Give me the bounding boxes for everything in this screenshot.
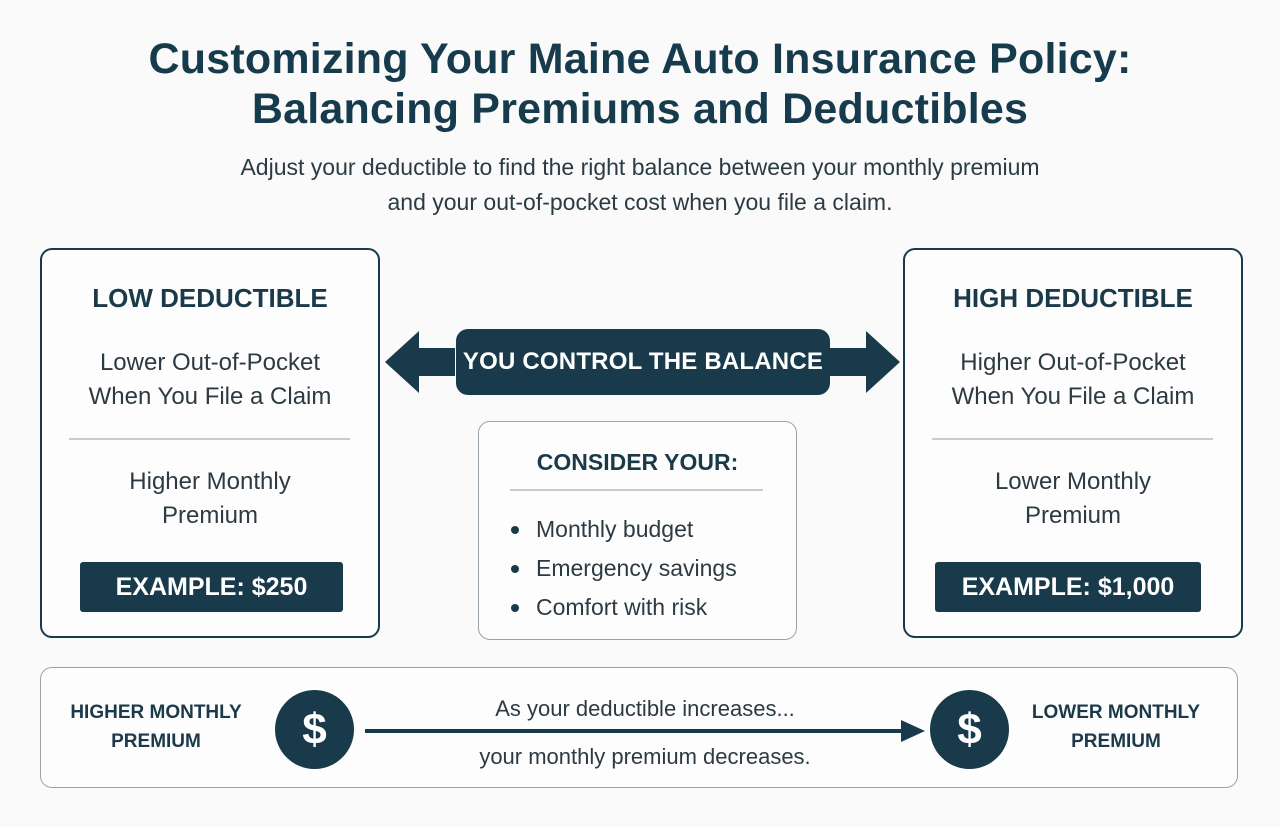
consider-list: Monthly budget Emergency savings Comfort… xyxy=(511,510,737,627)
high-line2b: Premium xyxy=(1024,502,1121,529)
page-title: Customizing Your Maine Auto Insurance Po… xyxy=(0,34,1280,134)
lower-premium-label: LOWER MONTHLY PREMIUM xyxy=(1026,698,1206,756)
low-deductible-card: LOW DEDUCTIBLE Lower Out-of-Pocket When … xyxy=(40,248,380,638)
bullet-icon xyxy=(511,526,519,534)
dollar-coin-icon: $ xyxy=(275,690,354,769)
low-line2b: Premium xyxy=(161,502,258,529)
consider-box: CONSIDER YOUR: Monthly budget Emergency … xyxy=(478,421,797,640)
higher-premium-line1: HIGHER MONTHLY xyxy=(70,702,242,723)
higher-premium-label: HIGHER MONTHLY PREMIUM xyxy=(66,698,246,756)
high-deductible-example: EXAMPLE: $1,000 xyxy=(935,562,1201,612)
right-arrow-icon xyxy=(365,720,925,742)
consider-divider xyxy=(510,489,763,491)
left-arrow-icon xyxy=(385,331,455,393)
consider-item-label: Monthly budget xyxy=(536,516,694,542)
premium-decreases-text: your monthly premium decreases. xyxy=(479,744,811,769)
low-line1a: Lower Out-of-Pocket xyxy=(99,349,321,376)
title-line-2: Balancing Premiums and Deductibles xyxy=(251,85,1029,133)
consider-item-label: Comfort with risk xyxy=(536,594,708,620)
low-line2a: Higher Monthly xyxy=(129,468,291,495)
consider-heading: CONSIDER YOUR: xyxy=(536,449,739,475)
bullet-icon xyxy=(511,604,519,612)
high-line2a: Lower Monthly xyxy=(994,468,1152,495)
low-deductible-heading: LOW DEDUCTIBLE xyxy=(92,283,328,313)
low-deductible-example: EXAMPLE: $250 xyxy=(80,562,343,612)
high-deductible-out-of-pocket: Higher Out-of-Pocket When You File a Cla… xyxy=(905,346,1241,414)
subtitle-line-2: and your out-of-pocket cost when you fil… xyxy=(387,189,893,215)
card-divider xyxy=(69,438,350,440)
high-deductible-heading: HIGH DEDUCTIBLE xyxy=(953,283,1193,313)
title-line-1: Customizing Your Maine Auto Insurance Po… xyxy=(148,35,1132,83)
list-item: Monthly budget xyxy=(511,510,737,549)
balance-banner: YOU CONTROL THE BALANCE xyxy=(456,329,830,395)
card-divider xyxy=(932,438,1213,440)
consider-item-label: Emergency savings xyxy=(536,555,737,581)
dollar-coin-icon: $ xyxy=(930,690,1009,769)
list-item: Emergency savings xyxy=(511,549,737,588)
low-deductible-premium: Higher Monthly Premium xyxy=(42,465,378,533)
high-line1a: Higher Out-of-Pocket xyxy=(960,349,1186,376)
high-line1b: When You File a Claim xyxy=(951,383,1195,410)
premium-relationship-strip: HIGHER MONTHLY PREMIUM $ As your deducti… xyxy=(40,667,1238,788)
subtitle-line-1: Adjust your deductible to find the right… xyxy=(240,154,1040,180)
higher-premium-line2: PREMIUM xyxy=(111,731,201,752)
high-deductible-card: HIGH DEDUCTIBLE Higher Out-of-Pocket Whe… xyxy=(903,248,1243,638)
page-subtitle: Adjust your deductible to find the right… xyxy=(0,150,1280,220)
list-item: Comfort with risk xyxy=(511,588,737,627)
high-deductible-premium: Lower Monthly Premium xyxy=(905,465,1241,533)
deductible-increases-text: As your deductible increases... xyxy=(495,696,795,721)
low-deductible-out-of-pocket: Lower Out-of-Pocket When You File a Clai… xyxy=(42,346,378,414)
lower-premium-line2: PREMIUM xyxy=(1071,731,1161,752)
lower-premium-line1: LOWER MONTHLY xyxy=(1031,702,1201,723)
right-arrow-icon xyxy=(830,331,900,393)
low-line1b: When You File a Claim xyxy=(88,383,332,410)
bullet-icon xyxy=(511,565,519,573)
